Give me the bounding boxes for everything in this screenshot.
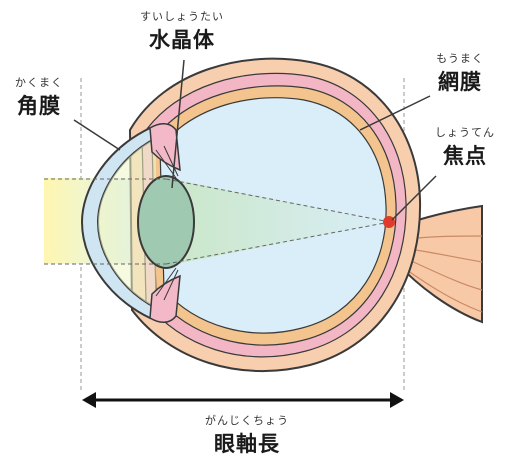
axial-length-label-ruby: がんじくちょう [205,414,289,427]
focus-label-text: 焦点 [443,144,487,168]
lens [137,175,195,269]
focus-label: しょうてん 焦点 [420,124,510,170]
retina-label-ruby: もうまく [436,52,484,65]
retina-label-text: 網膜 [438,70,482,94]
axial-length-label-text: 眼軸長 [214,432,280,456]
iris-lower [149,267,181,323]
cornea-label-ruby: かくまく [15,76,63,89]
lens-label-text: 水晶体 [149,28,215,52]
ray-top-inside [165,178,391,223]
focus-label-ruby: しょうてん [435,126,495,139]
cornea-label: かくまく 角膜 [2,74,76,120]
eyeball [128,57,422,372]
lens-label: すいしょうたい 水晶体 [130,8,234,54]
lens-leader [171,59,185,189]
retina-label: もうまく 網膜 [420,50,500,96]
ray-bottom-inside [165,221,391,265]
focus-leader [391,175,437,221]
axial-length-arrow [82,392,404,408]
cornea-leader [73,119,121,151]
retina-leader [359,95,431,131]
refracted-light [176,180,390,264]
cornea-label-text: 角膜 [17,94,61,118]
lens-label-ruby: すいしょうたい [140,10,224,23]
axial-length-label: がんじくちょう 眼軸長 [185,412,309,458]
